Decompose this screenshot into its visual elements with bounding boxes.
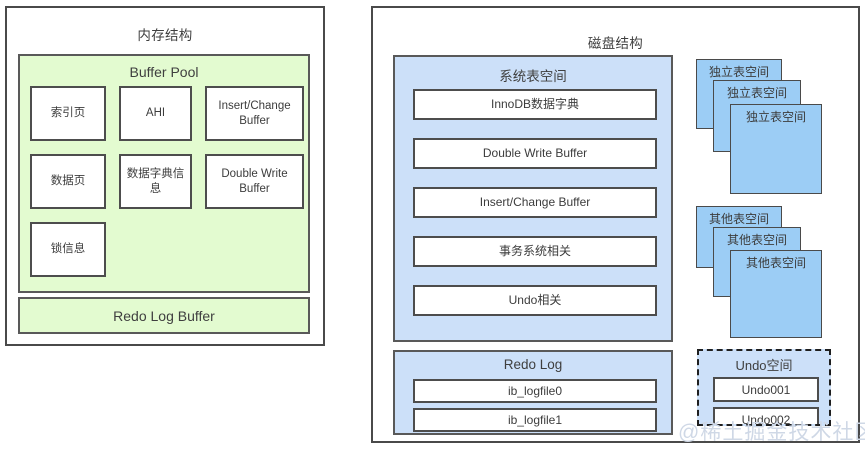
buffer-pool-cell-double-write-buffer: Double Write Buffer xyxy=(205,154,304,209)
redo-log-cell-ib-logfile1: ib_logfile1 xyxy=(413,408,657,432)
system-tablespace-cell-transaction-system: 事务系统相关 xyxy=(413,236,657,267)
independent-tablespace-card-3: 独立表空间 xyxy=(730,104,822,194)
buffer-pool-title: Buffer Pool xyxy=(129,64,199,80)
system-tablespace-cell-insert-change-buffer: Insert/Change Buffer xyxy=(413,187,657,218)
buffer-pool-cell-data-page: 数据页 xyxy=(30,154,106,209)
memory-structure-panel: 内存结构 Buffer Pool 索引页 AHI Insert/Change B… xyxy=(5,6,325,346)
buffer-pool-cell-ahi: AHI xyxy=(119,86,192,141)
other-tablespace-card-3: 其他表空间 xyxy=(730,250,822,338)
buffer-pool-group: Buffer Pool 索引页 AHI Insert/Change Buffer… xyxy=(18,54,310,293)
disk-structure-panel: 磁盘结构 系统表空间 InnoDB数据字典 Double Write Buffe… xyxy=(371,6,860,443)
buffer-pool-cell-index-page: 索引页 xyxy=(30,86,106,141)
memory-structure-title: 内存结构 xyxy=(137,28,193,43)
undo-space-cell-undo001: Undo001 xyxy=(713,377,819,402)
system-tablespace-cell-double-write-buffer: Double Write Buffer xyxy=(413,138,657,169)
undo-space-cell-undo002: Undo002 xyxy=(713,407,819,424)
redo-log-buffer-group: Redo Log Buffer xyxy=(18,297,310,334)
redo-log-title: Redo Log xyxy=(503,357,563,372)
buffer-pool-cell-data-dictionary-info: 数据字典信息 xyxy=(119,154,192,209)
undo-space-title: Undo空间 xyxy=(735,358,793,373)
system-tablespace-cell-undo-related: Undo相关 xyxy=(413,285,657,316)
disk-structure-title: 磁盘结构 xyxy=(587,36,644,51)
system-tablespace-group: 系统表空间 InnoDB数据字典 Double Write Buffer Ins… xyxy=(393,55,673,342)
buffer-pool-cell-insert-change-buffer: Insert/Change Buffer xyxy=(205,86,304,141)
redo-log-group: Redo Log ib_logfile0 ib_logfile1 xyxy=(393,350,673,435)
system-tablespace-cell-innodb-data-dictionary: InnoDB数据字典 xyxy=(413,89,657,120)
system-tablespace-title: 系统表空间 xyxy=(499,69,567,84)
redo-log-cell-ib-logfile0: ib_logfile0 xyxy=(413,379,657,403)
buffer-pool-cell-lock-info: 锁信息 xyxy=(30,222,106,277)
undo-space-group: Undo空间 Undo001 Undo002 xyxy=(697,349,831,426)
